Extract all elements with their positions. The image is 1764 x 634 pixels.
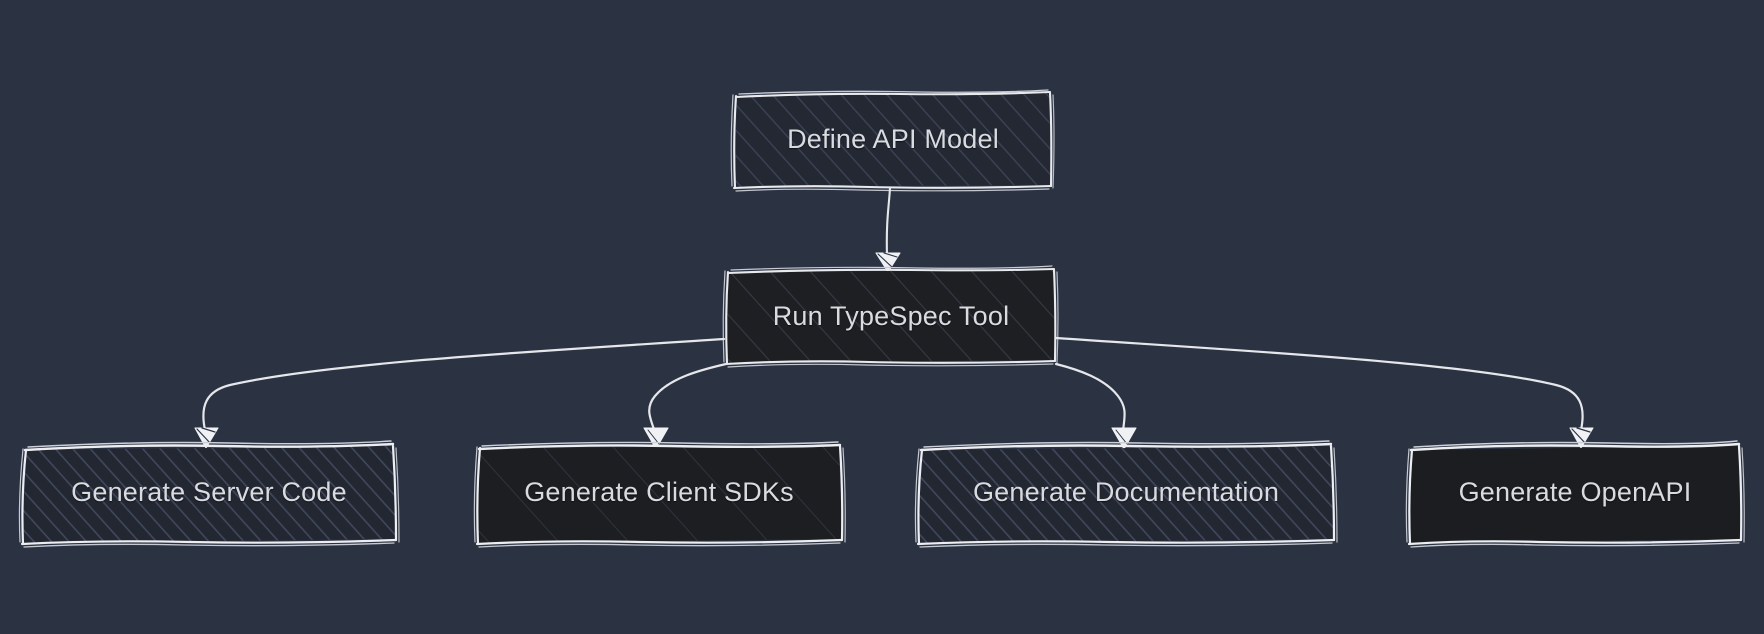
- node-generate-openapi-fill: [1409, 446, 1741, 543]
- node-run-typespec-tool-hatch: [726, 270, 1055, 363]
- node-define-api-model-hatch: [735, 93, 1051, 187]
- node-generate-client-sdks-hatch: [477, 446, 842, 543]
- edge-run-to-openapi-arrowhead-sketch: [1571, 427, 1591, 445]
- edge-run-to-client-sdks-arrowhead-sketch: [647, 429, 660, 445]
- node-run-typespec-tool[interactable]: [722, 265, 1059, 368]
- edge-run-to-client-sdks-line: [648, 362, 728, 434]
- node-generate-documentation[interactable]: [914, 440, 1338, 548]
- node-run-typespec-tool-border-right2: [1056, 271, 1059, 364]
- node-generate-openapi-border-top2: [1413, 440, 1738, 448]
- node-generate-documentation-hatch: [918, 446, 1334, 543]
- node-generate-server-code-hatch: [22, 446, 396, 543]
- edge-run-to-openapi-line: [1054, 336, 1584, 432]
- node-define-api-model[interactable]: [730, 89, 1055, 192]
- edge-run-to-documentation: [1054, 362, 1137, 450]
- node-run-typespec-tool-border-top: [726, 267, 1056, 275]
- node-generate-openapi[interactable]: [1405, 440, 1745, 548]
- edge-define-to-run-arrowhead-sketch: [877, 252, 898, 269]
- node-generate-documentation-border-left2: [914, 448, 920, 543]
- node-generate-client-sdks-border-bottom2: [478, 542, 841, 548]
- node-define-api-model-border-top2: [738, 89, 1049, 95]
- node-generate-documentation-border-bottom: [916, 538, 1336, 546]
- node-generate-server-code-border-right2: [395, 447, 400, 543]
- node-define-api-model-border-right: [1048, 91, 1053, 188]
- node-generate-client-sdks-border-top: [477, 443, 842, 451]
- edge-define-to-run-line: [885, 186, 892, 258]
- node-run-typespec-tool-border-left2: [722, 270, 726, 363]
- node-generate-documentation-border-top2: [923, 440, 1330, 448]
- node-generate-openapi-border-bottom2: [1410, 542, 1740, 548]
- node-define-api-model-border-left: [733, 94, 738, 190]
- node-define-api-model-border-bottom2: [735, 188, 1050, 192]
- node-generate-client-sdks-border-bottom: [475, 538, 844, 546]
- node-generate-server-code-border-bottom: [20, 538, 398, 546]
- node-generate-documentation-border-left: [917, 448, 924, 546]
- node-generate-documentation-border-right: [1329, 444, 1336, 542]
- node-define-api-model-border-right2: [1052, 94, 1055, 189]
- node-generate-server-code-border-left2: [18, 448, 24, 543]
- node-generate-documentation-border-bottom2: [919, 542, 1333, 548]
- node-generate-openapi-border-top: [1409, 442, 1741, 452]
- node-generate-client-sdks-border-top2: [481, 441, 839, 447]
- node-generate-client-sdks-border-left2: [473, 446, 478, 543]
- node-generate-openapi-border-bottom: [1407, 538, 1743, 546]
- node-generate-server-code-border-top2: [27, 440, 392, 448]
- node-generate-client-sdks-border-right2: [842, 447, 846, 543]
- node-generate-documentation-border-top: [919, 442, 1333, 452]
- node-generate-server-code-border-left: [21, 448, 28, 546]
- edge-run-to-openapi: [1054, 336, 1594, 449]
- node-generate-documentation-border-right2: [1333, 447, 1338, 543]
- node-run-typespec-tool-border-left: [725, 270, 730, 366]
- node-generate-client-sdks[interactable]: [473, 441, 846, 548]
- edge-run-to-server-code: [194, 337, 726, 449]
- edge-define-to-run: [875, 186, 901, 273]
- node-run-typespec-tool-border-bottom: [724, 359, 1057, 366]
- node-generate-openapi-border-right2: [1741, 447, 1745, 543]
- node-run-typespec-tool-border-bottom2: [727, 363, 1054, 368]
- node-generate-server-code-border-bottom2: [23, 542, 395, 548]
- node-generate-server-code-border-top: [23, 442, 395, 452]
- node-run-typespec-tool-border-top2: [730, 265, 1053, 271]
- node-define-api-model-border-top: [734, 90, 1052, 99]
- node-generate-openapi-border-right: [1737, 444, 1743, 542]
- edge-run-to-client-sdks: [643, 362, 728, 450]
- edge-run-to-server-code-arrowhead-sketch: [196, 427, 216, 445]
- edge-run-to-documentation-arrowhead-sketch: [1115, 429, 1128, 445]
- node-generate-client-sdks-border-right: [838, 444, 844, 542]
- node-run-typespec-tool-border-right: [1052, 268, 1057, 363]
- edge-run-to-documentation-line: [1054, 362, 1126, 434]
- node-generate-openapi-border-left: [1408, 448, 1414, 546]
- node-generate-server-code-border-right: [391, 444, 398, 542]
- node-define-api-model-border-bottom: [732, 184, 1053, 190]
- node-generate-openapi-border-left2: [1405, 448, 1410, 543]
- node-define-api-model-border-left2: [730, 94, 734, 187]
- node-generate-server-code[interactable]: [18, 440, 400, 548]
- node-generate-client-sdks-border-left: [476, 446, 482, 546]
- edge-run-to-server-code-line: [202, 337, 726, 432]
